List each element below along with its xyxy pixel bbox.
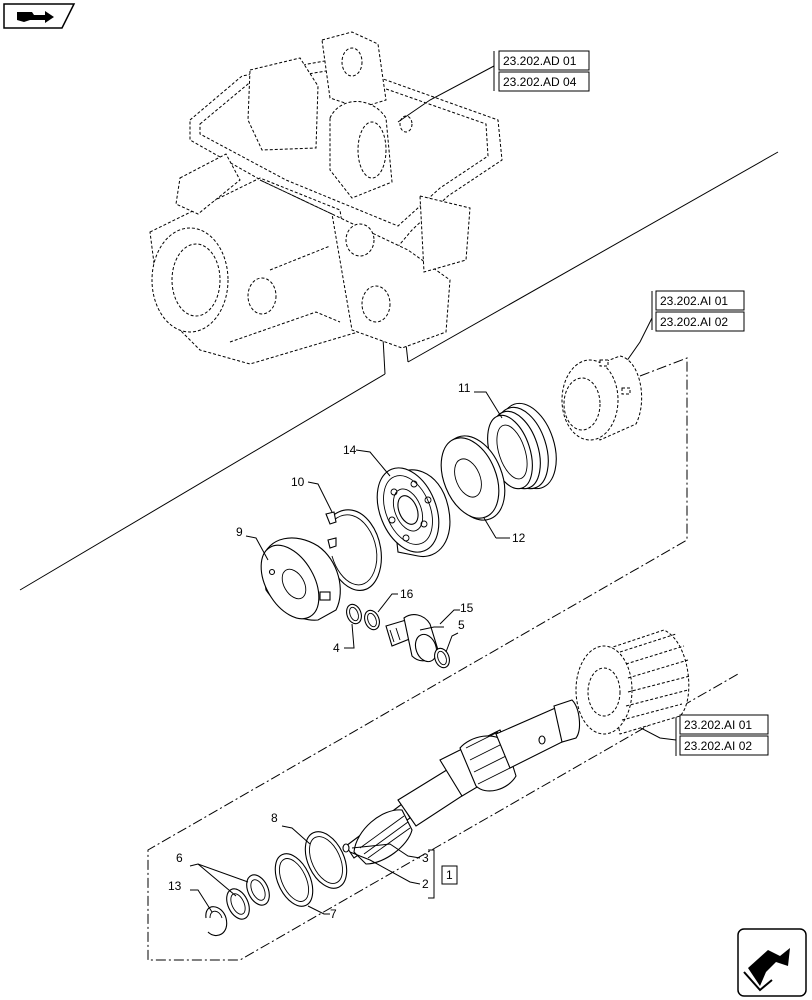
callout-3: 3 <box>422 851 429 865</box>
ref-23-202-ad-01[interactable]: 23.202.AD 01 <box>498 50 590 71</box>
callout-12: 12 <box>512 531 526 545</box>
callout-4: 4 <box>333 641 340 655</box>
svg-text:23.202.AD 01: 23.202.AD 01 <box>503 54 577 68</box>
ref-23-202-ai-01-upper[interactable]: 23.202.AI 01 <box>655 290 745 311</box>
snap-ring-part-10 <box>325 509 382 591</box>
o-ring-part-4 <box>346 603 362 625</box>
fitting-part-15 <box>385 614 439 663</box>
svg-text:23.202.AI 02: 23.202.AI 02 <box>684 739 752 753</box>
splined-hub-phantom <box>575 629 691 735</box>
main-shaft <box>345 699 581 865</box>
callout-14: 14 <box>343 443 357 457</box>
callout-6: 6 <box>176 851 183 865</box>
ring-part-7 <box>274 853 314 907</box>
callout-1: 1 <box>446 868 453 882</box>
ref-23-202-ad-04[interactable]: 23.202.AD 04 <box>498 71 590 92</box>
bearing-part-14 <box>376 467 451 558</box>
pto-housing-phantom <box>149 31 503 365</box>
callout-5: 5 <box>458 618 465 632</box>
ref-23-202-ai-01-lower[interactable]: 23.202.AI 01 <box>679 714 769 735</box>
rings-part-6 <box>226 874 270 920</box>
callout-leaders <box>189 391 510 915</box>
callout-11: 11 <box>458 381 471 395</box>
callout-8: 8 <box>271 811 278 825</box>
book-arrow-icon[interactable] <box>3 3 76 29</box>
ref-23-202-ai-02-lower[interactable]: 23.202.AI 02 <box>679 735 769 756</box>
svg-text:23.202.AI 01: 23.202.AI 01 <box>660 294 728 308</box>
assembly-outline <box>147 357 739 961</box>
svg-text:23.202.AI 01: 23.202.AI 01 <box>684 718 752 732</box>
collar-part-9 <box>260 537 341 621</box>
washer-part-12 <box>440 435 506 521</box>
section-line-left <box>19 373 386 591</box>
circlip-part-13 <box>205 906 228 936</box>
callout-7: 7 <box>330 907 337 921</box>
svg-text:23.202.AI 02: 23.202.AI 02 <box>660 315 728 329</box>
callout-10: 10 <box>291 475 305 489</box>
svg-text:23.202.AD 04: 23.202.AD 04 <box>503 75 577 89</box>
group-box-1 <box>441 865 458 885</box>
callout-2: 2 <box>422 877 429 891</box>
pin-part-2 <box>342 843 350 853</box>
o-ring-part-16 <box>364 609 380 631</box>
ref-23-202-ai-02-upper[interactable]: 23.202.AI 02 <box>655 311 745 332</box>
next-page-arrow-icon[interactable] <box>737 928 807 997</box>
o-ring-part-5 <box>434 647 450 669</box>
coupling-sleeve-phantom <box>561 355 643 441</box>
callout-15: 15 <box>460 601 474 615</box>
snap-ring-part-8 <box>304 831 348 889</box>
callout-9: 9 <box>236 525 243 539</box>
callout-16: 16 <box>400 587 414 601</box>
callout-13: 13 <box>168 879 182 893</box>
section-line-right <box>407 151 779 363</box>
